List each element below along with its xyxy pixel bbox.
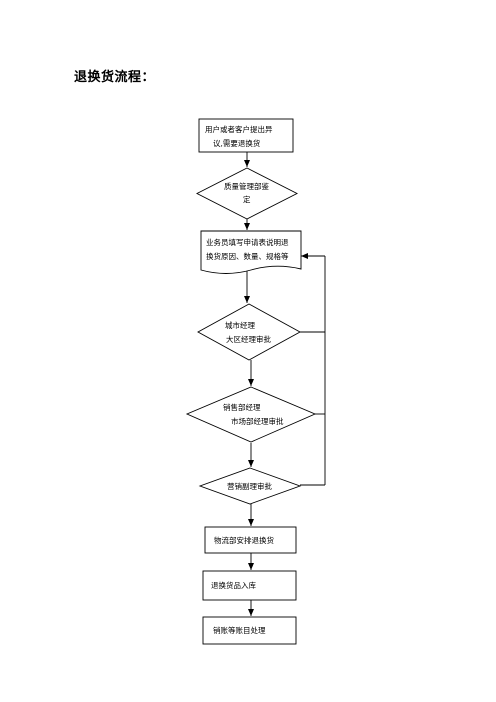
decision-city-regional-approval-label-1: 城市经理 xyxy=(225,320,255,330)
decision-vp-marketing-approval xyxy=(198,467,302,505)
step-goods-warehousing-label: 退换货品入库 xyxy=(211,580,256,590)
decision-quality-inspection-label-1: 质量管理部鉴 xyxy=(224,181,269,191)
step-application-form-label-1: 业务员填写申请表说明退 xyxy=(206,237,289,247)
step-application-form-label-2: 换货原因、数量、规格等 xyxy=(206,251,289,261)
page-title: 退换货流程： xyxy=(74,70,156,85)
decision-sales-marketing-approval xyxy=(185,386,317,443)
decision-sales-marketing-approval-label-1: 销售部经理 xyxy=(223,402,261,412)
step-user-complaint-label-2: 议,需要退换货 xyxy=(213,138,261,148)
decision-vp-marketing-approval-label: 营销副理审批 xyxy=(227,481,272,491)
step-user-complaint xyxy=(198,118,294,153)
step-account-processing-label: 销账等账目处理 xyxy=(213,625,266,635)
step-application-form xyxy=(200,230,302,274)
decision-sales-marketing-approval-label-2: 市场部经理审批 xyxy=(231,416,284,426)
step-goods-warehousing xyxy=(202,570,297,601)
step-account-processing xyxy=(202,616,297,645)
decision-quality-inspection-label-2: 定 xyxy=(243,194,251,204)
step-user-complaint-label-1: 用户或者客户提出异 xyxy=(205,124,273,134)
decision-city-regional-approval-label-2: 大区经理审批 xyxy=(226,334,271,344)
step-logistics-arrange-label: 物流部安排退换货 xyxy=(214,535,274,545)
step-logistics-arrange xyxy=(204,526,297,554)
decision-city-regional-approval xyxy=(197,303,301,361)
decision-quality-inspection xyxy=(196,167,298,220)
